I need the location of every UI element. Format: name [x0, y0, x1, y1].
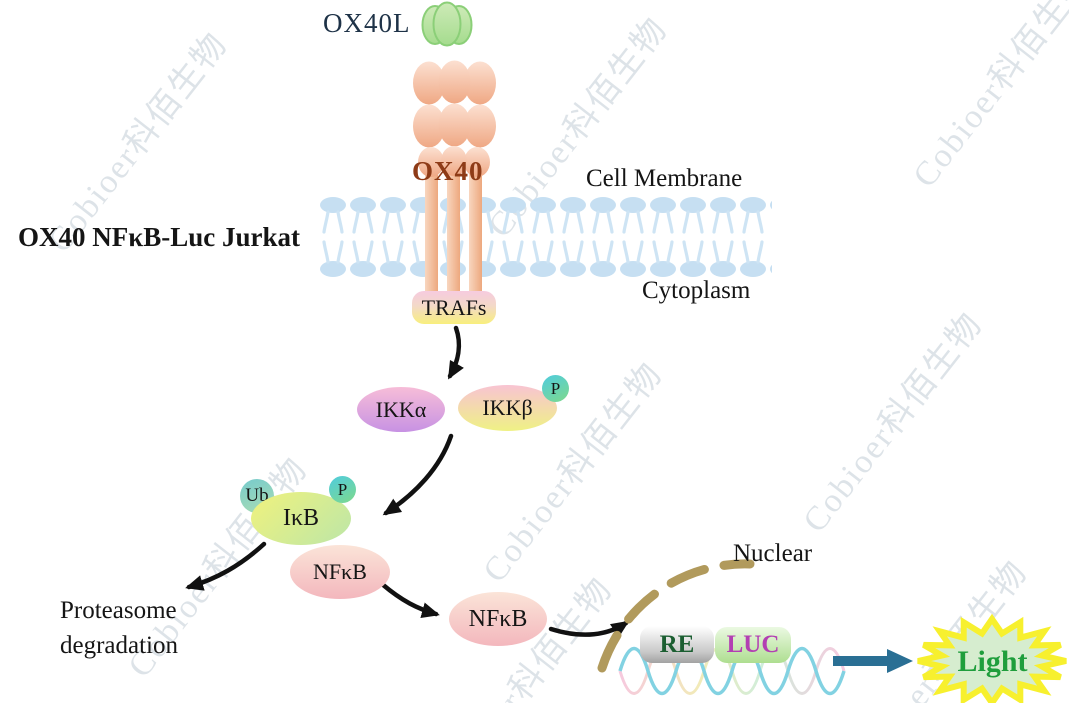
arrow-nfkb-release — [379, 581, 440, 618]
nfkb-free-node: NFκB — [449, 592, 547, 646]
ox40l-ligand-shape — [421, 1, 473, 47]
arrow-trafs-to-ikk — [447, 325, 464, 380]
nuclear-label: Nuclear — [733, 540, 813, 567]
ox40-label: OX40 — [412, 156, 484, 186]
proteasome-line2: degradation — [60, 632, 179, 659]
proteasome-degradation-label: Proteasome degradation — [60, 593, 230, 663]
trafs-node: TRAFs — [412, 291, 496, 324]
ox40-receptor-stalks — [425, 168, 482, 304]
phospho-badge-ikb: P — [329, 476, 356, 503]
light-label: Light — [957, 645, 1028, 678]
phospho-badge-ikk: P — [542, 375, 569, 402]
ikk-alpha-node: IKKα — [357, 387, 445, 432]
luciferase-box: LUC — [715, 627, 791, 663]
light-starburst — [917, 613, 1067, 703]
cytoplasm-label: Cytoplasm — [642, 277, 751, 304]
dna-strand-blue — [618, 647, 846, 695]
nuclear-membrane-arc — [597, 559, 755, 673]
response-element-box: RE — [640, 626, 714, 663]
nfkb-complex-node: NFκB — [290, 545, 390, 599]
cell-membrane-bilayer — [318, 197, 772, 277]
ox40-receptor-domains — [413, 60, 496, 177]
cell-membrane-label: Cell Membrane — [586, 165, 743, 192]
signal-arrows — [185, 325, 630, 638]
cell-line-label: OX40 NFκB-Luc Jurkat — [18, 222, 300, 252]
arrow-nfkb-to-nucleus — [548, 620, 630, 638]
arrow-ikk-to-ikb — [382, 433, 454, 516]
proteasome-line1: Proteasome — [60, 597, 177, 624]
ox40l-label: OX40L — [323, 8, 411, 38]
ikk-beta-node: IKKβ — [458, 385, 557, 431]
arrow-to-proteasome — [185, 541, 267, 591]
